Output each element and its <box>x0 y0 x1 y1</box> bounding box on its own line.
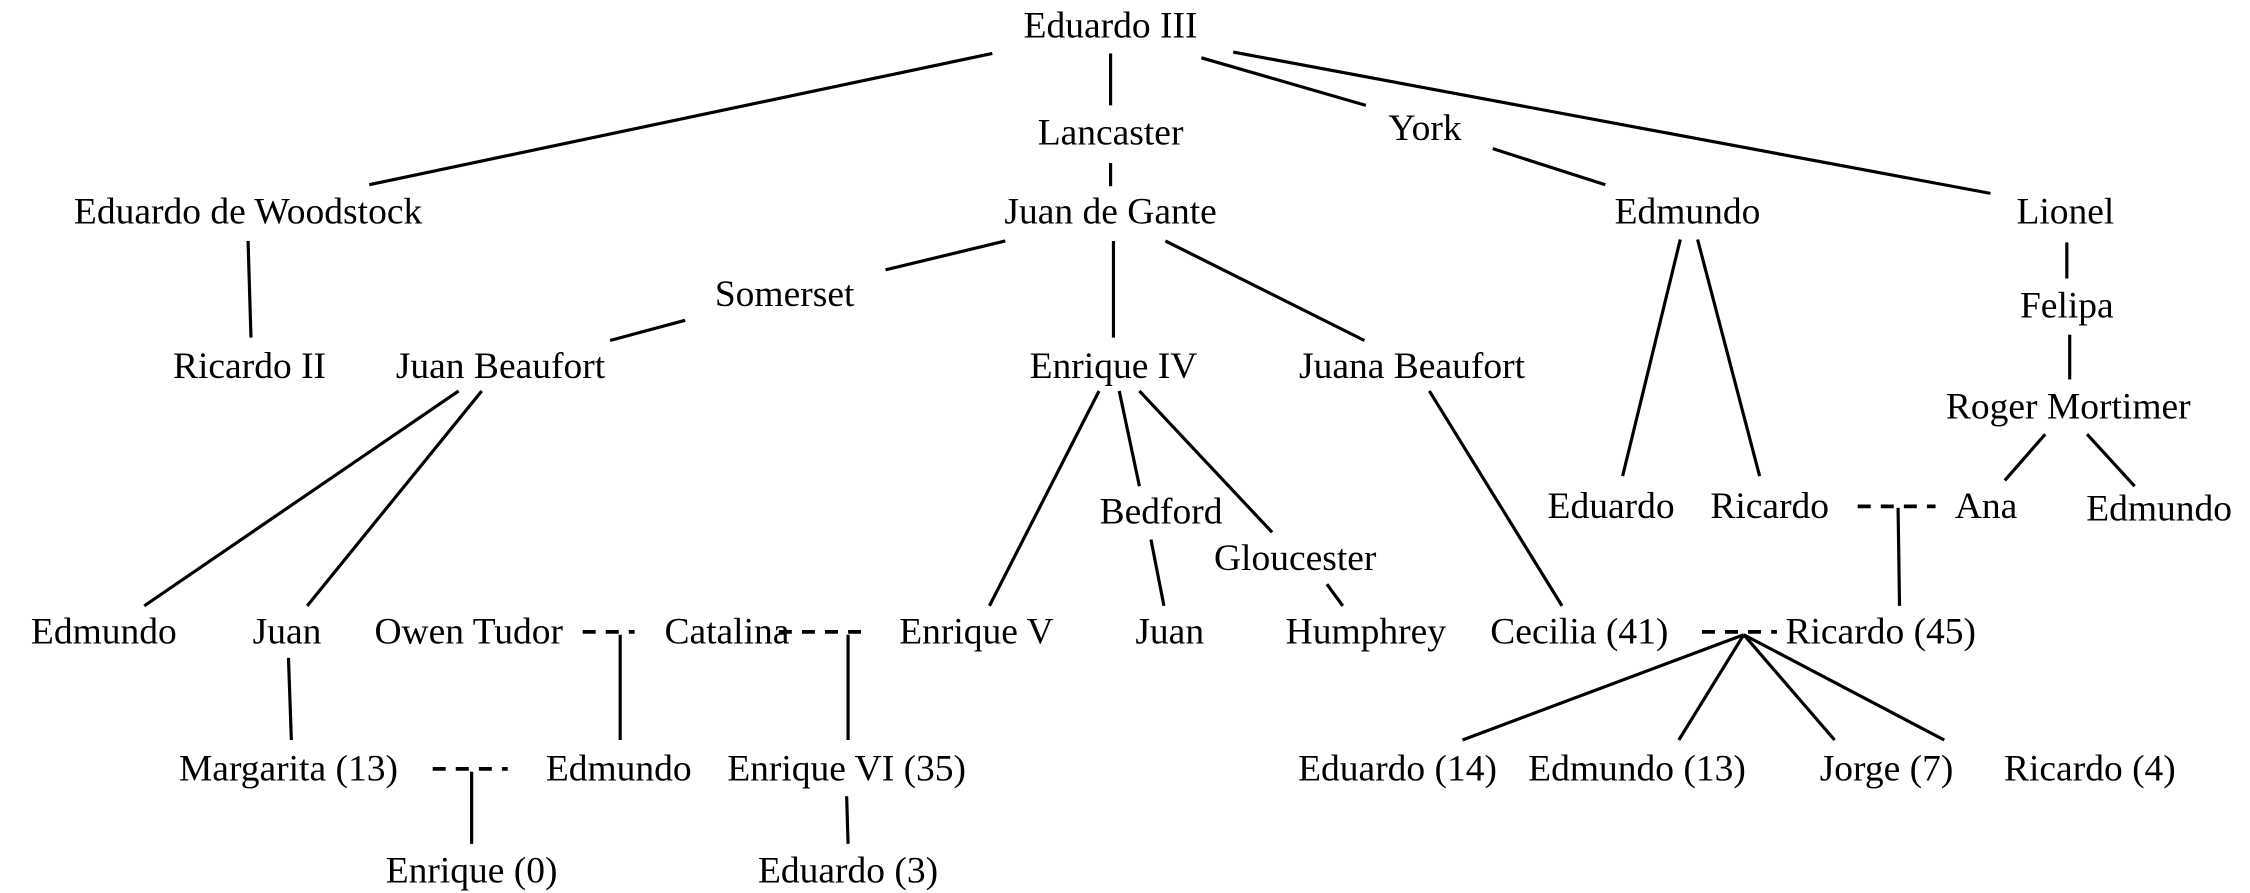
node-eduardo-3: Eduardo (3) <box>758 851 938 892</box>
edge <box>246 240 253 338</box>
node-lancaster: Lancaster <box>1038 112 1184 153</box>
node-lionel: Lionel <box>2016 192 2114 233</box>
edge <box>1742 633 1836 742</box>
node-edmundo-tudor: Edmundo <box>546 748 692 789</box>
node-enrique-iv: Enrique IV <box>1030 346 1198 387</box>
edge <box>1677 633 1746 741</box>
node-enrique-vi: Enrique VI (35) <box>727 748 966 789</box>
node-ricardo-ii: Ricardo II <box>173 346 326 387</box>
node-juana-beaufort: Juana Beaufort <box>1299 346 1526 387</box>
node-roger-mortimer: Roger Mortimer <box>1946 386 2191 427</box>
node-cecilia: Cecilia (41) <box>1490 611 1668 652</box>
edge <box>885 239 1006 272</box>
node-edmundo-13: Edmundo (13) <box>1528 748 1746 789</box>
node-ana: Ana <box>1955 486 2018 527</box>
edge <box>1325 583 1345 607</box>
edge <box>1201 56 1367 107</box>
edge <box>286 657 293 741</box>
edge <box>609 318 686 343</box>
edge <box>143 389 460 608</box>
node-margarita: Margarita (13) <box>179 748 398 789</box>
connector-lines <box>143 50 2136 844</box>
node-eduardo-woodstock: Eduardo de Woodstock <box>74 192 423 233</box>
node-juan-son-beaufort: Juan <box>253 611 322 652</box>
edge <box>1164 239 1366 342</box>
node-catalina: Catalina <box>664 611 789 652</box>
node-juan-bedford: Juan <box>1135 611 1204 652</box>
node-edmundo-york: Edmundo <box>1615 192 1761 233</box>
edge <box>2085 433 2136 488</box>
node-eduardo: Eduardo <box>1548 486 1675 527</box>
edge <box>1492 147 1606 187</box>
edge <box>2003 433 2047 482</box>
node-owen-tudor: Owen Tudor <box>374 611 563 652</box>
edge <box>1696 239 1762 477</box>
edge <box>1117 390 1141 487</box>
edge <box>368 51 993 187</box>
node-humphrey: Humphrey <box>1286 611 1447 652</box>
node-edmundo-beaufort: Edmundo <box>31 611 177 652</box>
node-somerset: Somerset <box>715 274 855 315</box>
edge <box>988 390 1101 607</box>
node-felipa: Felipa <box>2020 285 2114 326</box>
edge <box>1621 239 1682 477</box>
node-ricardo-45: Ricardo (45) <box>1785 611 1976 652</box>
edge <box>1149 539 1166 607</box>
edge <box>1138 389 1274 534</box>
node-ricardo: Ricardo <box>1710 486 1829 527</box>
node-edmundo-mortimer: Edmundo <box>2086 489 2232 530</box>
edge <box>305 389 483 607</box>
node-jorge-7: Jorge (7) <box>1820 748 1954 789</box>
edge <box>1461 633 1745 742</box>
node-enrique-v: Enrique V <box>899 611 1054 652</box>
node-bedford: Bedford <box>1100 492 1223 533</box>
node-juan-de-gante: Juan de Gante <box>1004 192 1216 233</box>
node-ricardo-4: Ricardo (4) <box>2004 748 2176 789</box>
node-juan-beaufort: Juan Beaufort <box>396 346 606 387</box>
edge <box>845 796 850 844</box>
node-york: York <box>1388 108 1462 149</box>
edge <box>1232 50 1991 195</box>
node-eduardo-iii: Eduardo III <box>1024 6 1198 47</box>
node-gloucester: Gloucester <box>1214 538 1377 579</box>
node-eduardo-14: Eduardo (14) <box>1298 748 1497 789</box>
edge <box>1896 507 1902 606</box>
edge <box>1427 390 1564 607</box>
node-enrique-0: Enrique (0) <box>386 851 558 892</box>
edge <box>1743 633 1945 742</box>
person-labels: Eduardo III Lancaster York Eduardo de Wo… <box>31 6 2232 892</box>
